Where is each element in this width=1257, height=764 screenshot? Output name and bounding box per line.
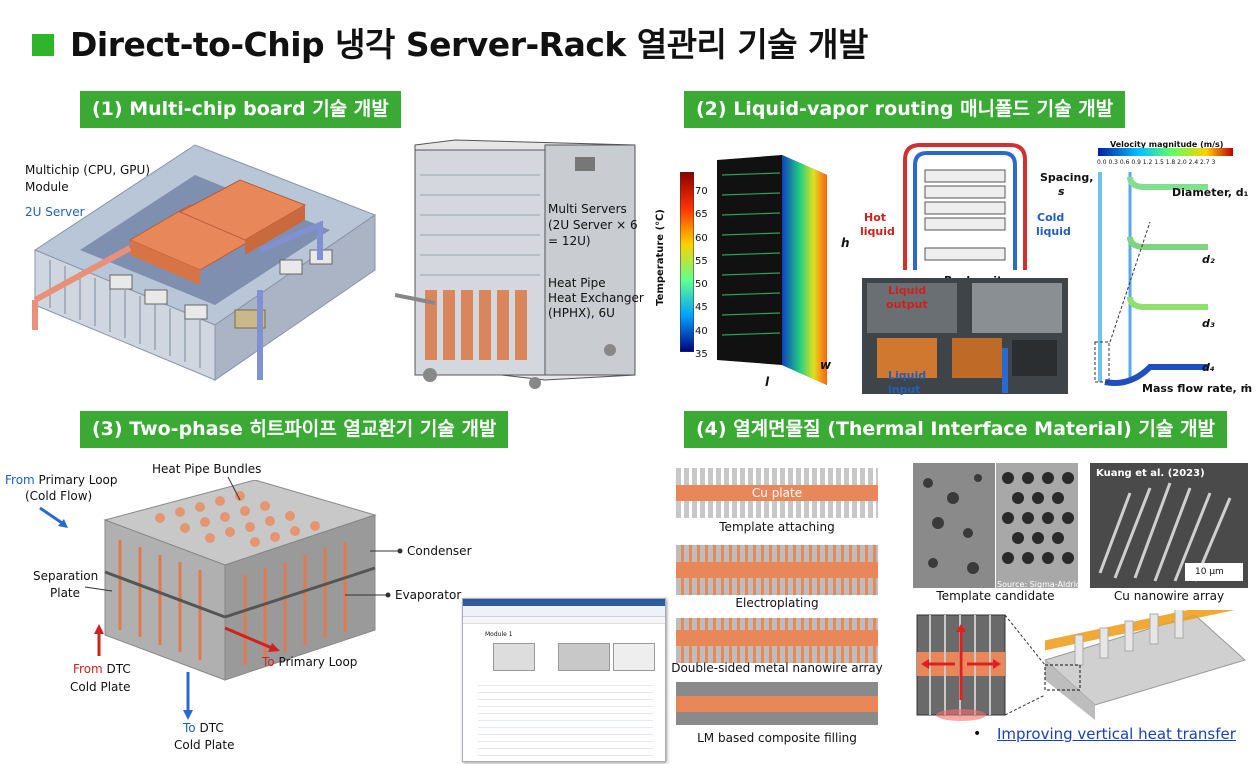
manifold-schematic (903, 143, 1027, 270)
mass-flow-label: Mass flow rate, ṁ (1142, 382, 1253, 395)
hot-liquid-label-2: liquid (860, 225, 895, 238)
rack-cabinet-illustration (395, 139, 636, 389)
section-header-1: (1) Multi-chip board 기술 개발 (80, 91, 401, 128)
multi-servers-label-3: = 12U) (548, 234, 591, 248)
kuang-citation: Kuang et al. (2023) (1096, 468, 1205, 479)
spacing-label-1: Spacing, (1040, 171, 1094, 184)
velocity-ticks: 0.0 0.3 0.6 0.9 1.2 1.5 1.8 2.0 2.4 2.7 … (1097, 159, 1216, 166)
bullet-point: • (973, 726, 982, 742)
step-template-attaching: Template attaching (719, 520, 835, 534)
diameter-d1-label: Diameter, d₁ (1172, 186, 1249, 199)
from-dtc-label: From DTC (73, 662, 131, 676)
cold-liquid-label-1: Cold (1037, 211, 1065, 224)
liquid-routing-photo (862, 278, 1068, 394)
d3-label: d₃ (1202, 317, 1215, 330)
velocity-colorbar (1098, 148, 1233, 156)
step-lm-composite: LM based composite filling (697, 731, 857, 745)
software-toolbar (463, 606, 665, 617)
server-2u-label: 2U Server (25, 205, 85, 219)
software-diagram-3 (613, 643, 655, 671)
separation-plate-label-2: Plate (50, 586, 81, 600)
liquid-output-label-2: output (886, 298, 928, 311)
evaporator-label: Evaporator (395, 588, 462, 602)
temperature-colorbar (680, 172, 694, 352)
condenser-label: Condenser (407, 544, 472, 558)
spacing-label-2: s (1058, 185, 1065, 198)
from-primary-loop-label: From Primary Loop (5, 473, 118, 487)
software-module-title: Module 1 (485, 631, 513, 638)
step-double-sided-nanowire: Double-sided metal nanowire array (671, 661, 883, 675)
sem-source-label: Source: Sigma-Aldrich (997, 580, 1086, 589)
software-diagram-1 (493, 643, 535, 671)
tim-heat-transfer-illustration (916, 610, 1246, 721)
cu-plate-label: Cu plate (751, 486, 803, 500)
template-candidate-caption: Template candidate (936, 589, 1055, 603)
dim-h: h (841, 236, 850, 250)
from-dtc-cold-plate-label: Cold Plate (70, 680, 131, 694)
section-header-2: (2) Liquid-vapor routing 매니폴드 기술 개발 (684, 91, 1126, 128)
hphx-label-2: Heat Exchanger (548, 291, 644, 305)
template-candidate-sem (913, 463, 1078, 588)
title-bullet-square (32, 34, 54, 56)
to-dtc-label: To DTC (183, 721, 224, 735)
liquid-output-label-1: Liquid (888, 284, 927, 297)
velocity-title: Velocity magnitude (m/s) (1110, 140, 1224, 149)
improving-heat-transfer-link[interactable]: Improving vertical heat transfer (997, 725, 1236, 743)
to-dtc-cold-plate-label: Cold Plate (174, 738, 235, 752)
tim-process-steps (676, 468, 878, 725)
d4-label: d₄ (1202, 361, 1215, 374)
multi-servers-label-2: (2U Server × 6 (548, 218, 638, 232)
software-tabs (463, 617, 665, 624)
liquid-input-label-1: Liquid (888, 369, 927, 382)
dim-l: l (765, 375, 770, 389)
software-titlebar (463, 599, 665, 606)
page-title: Direct-to-Chip 냉각 Server-Rack 열관리 기술 개발 (70, 25, 868, 64)
scale-bar-label: 10 μm (1195, 567, 1224, 577)
cu-nanowire-sem (1090, 463, 1248, 588)
section-header-4: (4) 열계면물질 (Thermal Interface Material) 기… (684, 411, 1227, 448)
heat-pipe-hx-illustration (103, 480, 377, 681)
liquid-input-label-2: input (888, 383, 921, 396)
hphx-label-3: (HPHX), 6U (548, 306, 615, 320)
software-parameter-table (478, 679, 653, 757)
multichip-label-1: Multichip (CPU, GPU) (25, 163, 151, 177)
server-board-illustration (32, 144, 377, 381)
rack-thermal-simulation (717, 155, 827, 385)
multichip-label-2: Module (25, 180, 69, 194)
software-diagram-2 (558, 643, 610, 671)
cold-flow-label: (Cold Flow) (25, 489, 93, 503)
hphx-label-1: Heat Pipe (548, 276, 606, 290)
to-primary-loop-label: To Primary Loop (262, 655, 358, 669)
rack-label: Rack (716, 345, 746, 358)
heat-pipe-bundles-label: Heat Pipe Bundles (152, 462, 262, 476)
multi-servers-label-1: Multi Servers (548, 202, 627, 216)
manifold-cfd-velocity (1094, 172, 1208, 386)
dim-w: w (820, 358, 832, 372)
section-header-3: (3) Two-phase 히트파이프 열교환기 기술 개발 (80, 411, 509, 448)
cold-liquid-label-2: liquid (1036, 225, 1071, 238)
step-electroplating: Electroplating (735, 596, 819, 610)
simulation-software-window: Module 1 (462, 598, 666, 762)
hot-liquid-label-1: Hot (864, 211, 887, 224)
d2-label: d₂ (1202, 253, 1215, 266)
separation-plate-label-1: Separation (33, 569, 99, 583)
cu-nanowire-caption: Cu nanowire array (1113, 589, 1225, 603)
